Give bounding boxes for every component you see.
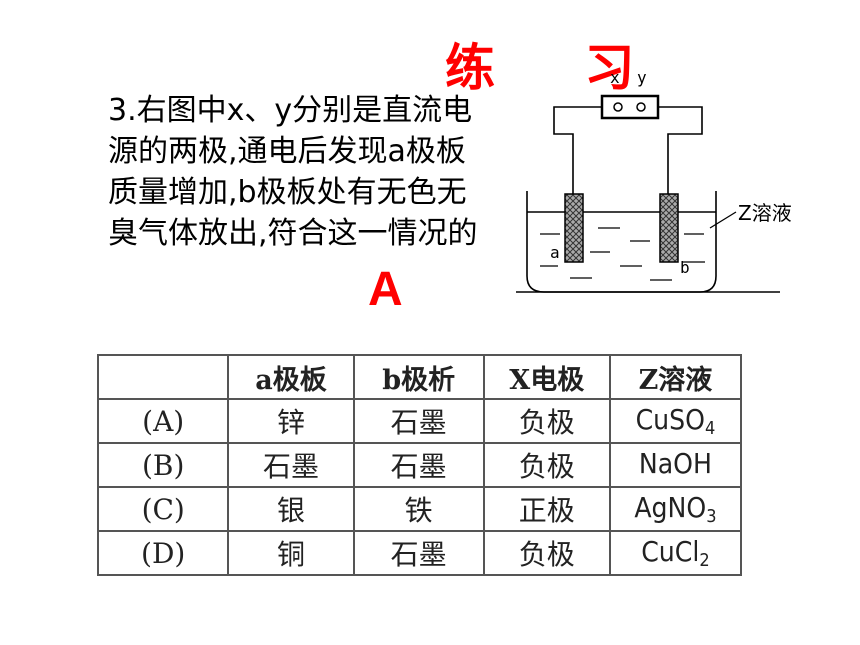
table-row: (C) 银 铁 正极 AgNO3 [96,486,743,532]
b-plate-cell: 石墨 [352,530,485,576]
option-label: (A) [96,398,230,444]
table-row: (B) 石墨 石墨 负极 NaOH [96,442,743,488]
x-electrode-cell: 负极 [482,398,611,444]
header-cell: Z溶液 [608,354,743,400]
electrode-a [564,193,584,263]
b-plate-cell: 石墨 [352,398,485,444]
terminal-x-dot [613,102,623,112]
x-electrode-cell: 正极 [482,486,611,532]
option-label: (C) [96,486,230,532]
wire-left [553,106,602,194]
a-plate-cell: 银 [227,486,355,532]
option-label: (B) [96,442,230,488]
z-solution-cell: AgNO3 [608,486,743,532]
electrolysis-diagram: x y a b Z溶液 [516,68,792,293]
terminal-y-dot [636,102,646,112]
question-text: 3.右图中x、y分别是直流电源的两极,通电后发现a极板质量增加,b极板处有无色无… [108,93,478,251]
b-plate-cell: 石墨 [352,442,485,488]
electrode-b [659,193,679,263]
header-cell [96,354,230,400]
slide-title: 练 习 [445,39,671,97]
a-plate-cell: 锌 [227,398,355,444]
z-solution-cell: NaOH [608,442,743,488]
table-row: (A) 锌 石墨 负极 CuSO4 [96,398,743,444]
table-row: (D) 铜 石墨 负极 CuCl2 [96,530,743,576]
power-source [600,94,660,120]
solution-label: Z溶液 [738,201,792,225]
header-cell: a极板 [227,354,355,400]
header-cell: b极析 [352,354,485,400]
answer-text: A [368,263,403,316]
wire-right [658,106,703,194]
header-cell: X电极 [482,354,611,400]
x-electrode-cell: 负极 [482,442,611,488]
x-electrode-cell: 负极 [482,530,611,576]
terminal-x-label: x [610,68,620,87]
options-table: a极板 b极析 X电极 Z溶液 (A) 锌 石墨 负极 CuSO4 (B) 石墨… [96,354,743,576]
a-plate-cell: 石墨 [227,442,355,488]
a-plate-cell: 铜 [227,530,355,576]
electrode-b-label: b [680,258,690,277]
option-label: (D) [96,530,230,576]
z-solution-cell: CuSO4 [608,398,743,444]
z-solution-cell: CuCl2 [608,530,743,576]
terminal-y-label: y [637,68,647,87]
table-header-row: a极板 b极析 X电极 Z溶液 [96,354,743,400]
b-plate-cell: 铁 [352,486,485,532]
solution-pointer [709,211,737,229]
electrode-a-label: a [550,243,560,262]
